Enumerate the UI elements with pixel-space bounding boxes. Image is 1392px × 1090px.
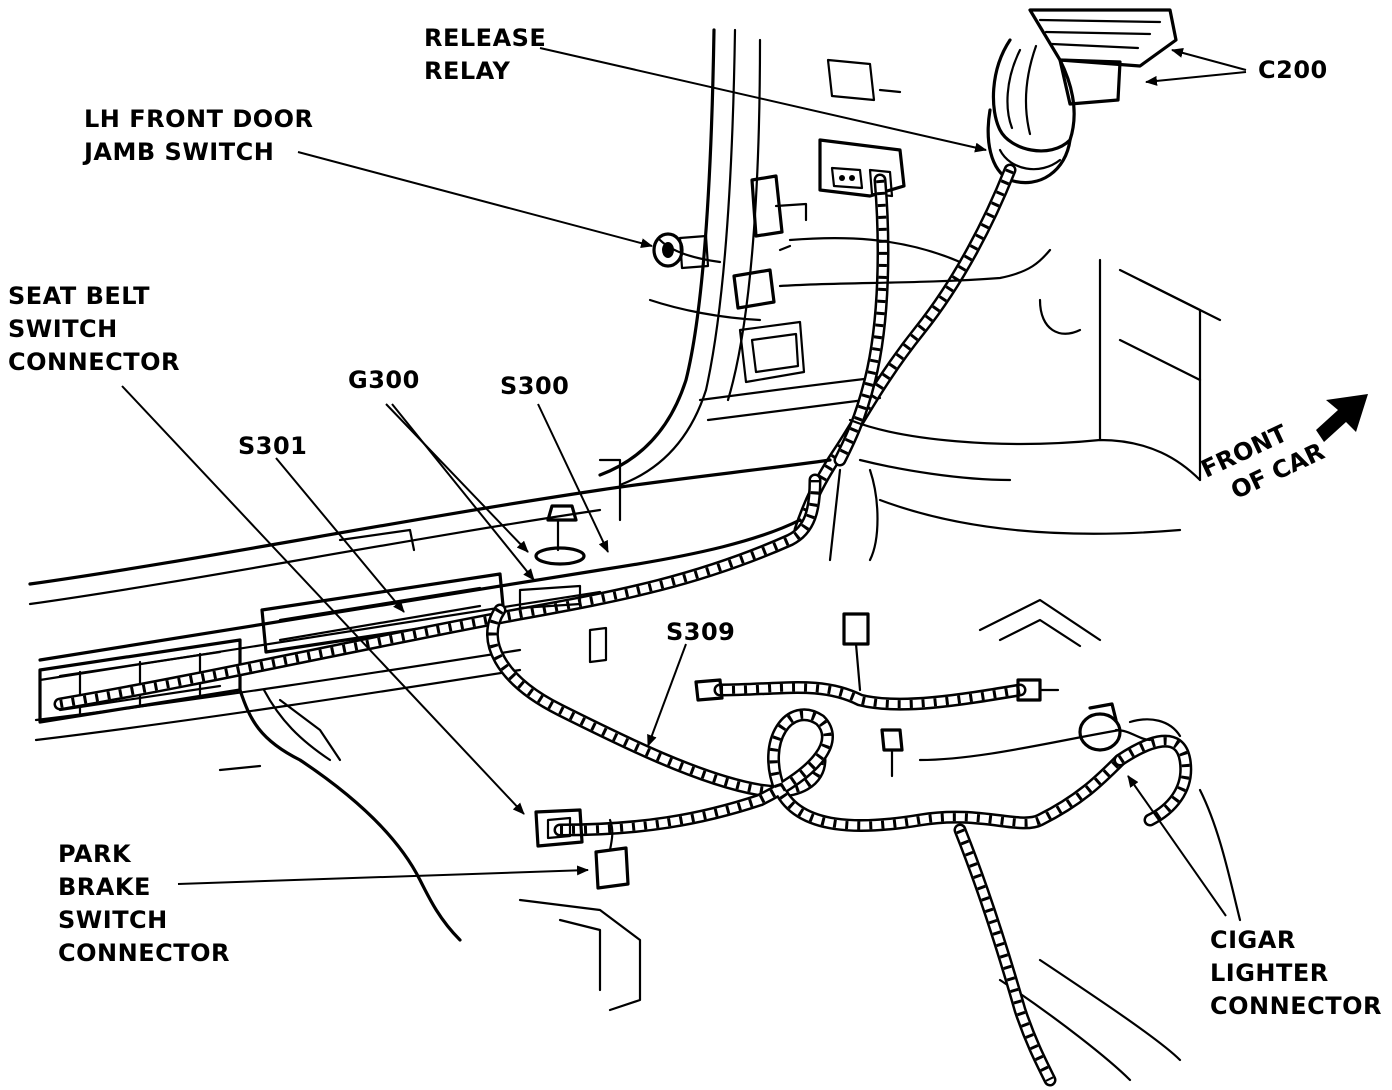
release-relay-bracket	[818, 138, 906, 198]
label-cigar-lighter-connector: CIGAR LIGHTER CONNECTOR	[1210, 926, 1382, 1020]
label-c200: C200	[1258, 56, 1328, 84]
leader-lines	[121, 47, 1247, 917]
sill-harness	[53, 473, 822, 711]
g300-ground	[518, 504, 608, 664]
label-release-relay: RELEASE RELAY	[424, 24, 547, 85]
floor-harness	[486, 603, 1193, 1087]
label-seat-belt-switch-connector: SEAT BELT SWITCH CONNECTOR	[8, 282, 180, 376]
door-pillar	[598, 28, 902, 487]
c200-connector	[986, 8, 1178, 185]
park-brake-connector	[534, 808, 630, 890]
floor-pan	[828, 258, 1242, 1082]
cigar-lighter-connector	[1078, 702, 1182, 752]
pillar-harness	[778, 163, 1052, 537]
front-of-car-arrow	[1316, 394, 1368, 442]
door-jamb-switch	[652, 174, 808, 310]
floor-connectors	[694, 612, 1060, 778]
label-s309: S309	[666, 618, 736, 646]
label-lh-front-door-jamb-switch: LH FRONT DOOR JAMB SWITCH	[84, 105, 314, 166]
label-s301: S301	[238, 432, 308, 460]
label-s300: S300	[500, 372, 570, 400]
label-park-brake-switch-connector: PARK BRAKE SWITCH CONNECTOR	[58, 840, 230, 967]
floor-bracket	[218, 688, 642, 1012]
label-g300: G300	[348, 366, 420, 394]
label-front-of-car: FRONT OF CAR	[1197, 408, 1329, 512]
